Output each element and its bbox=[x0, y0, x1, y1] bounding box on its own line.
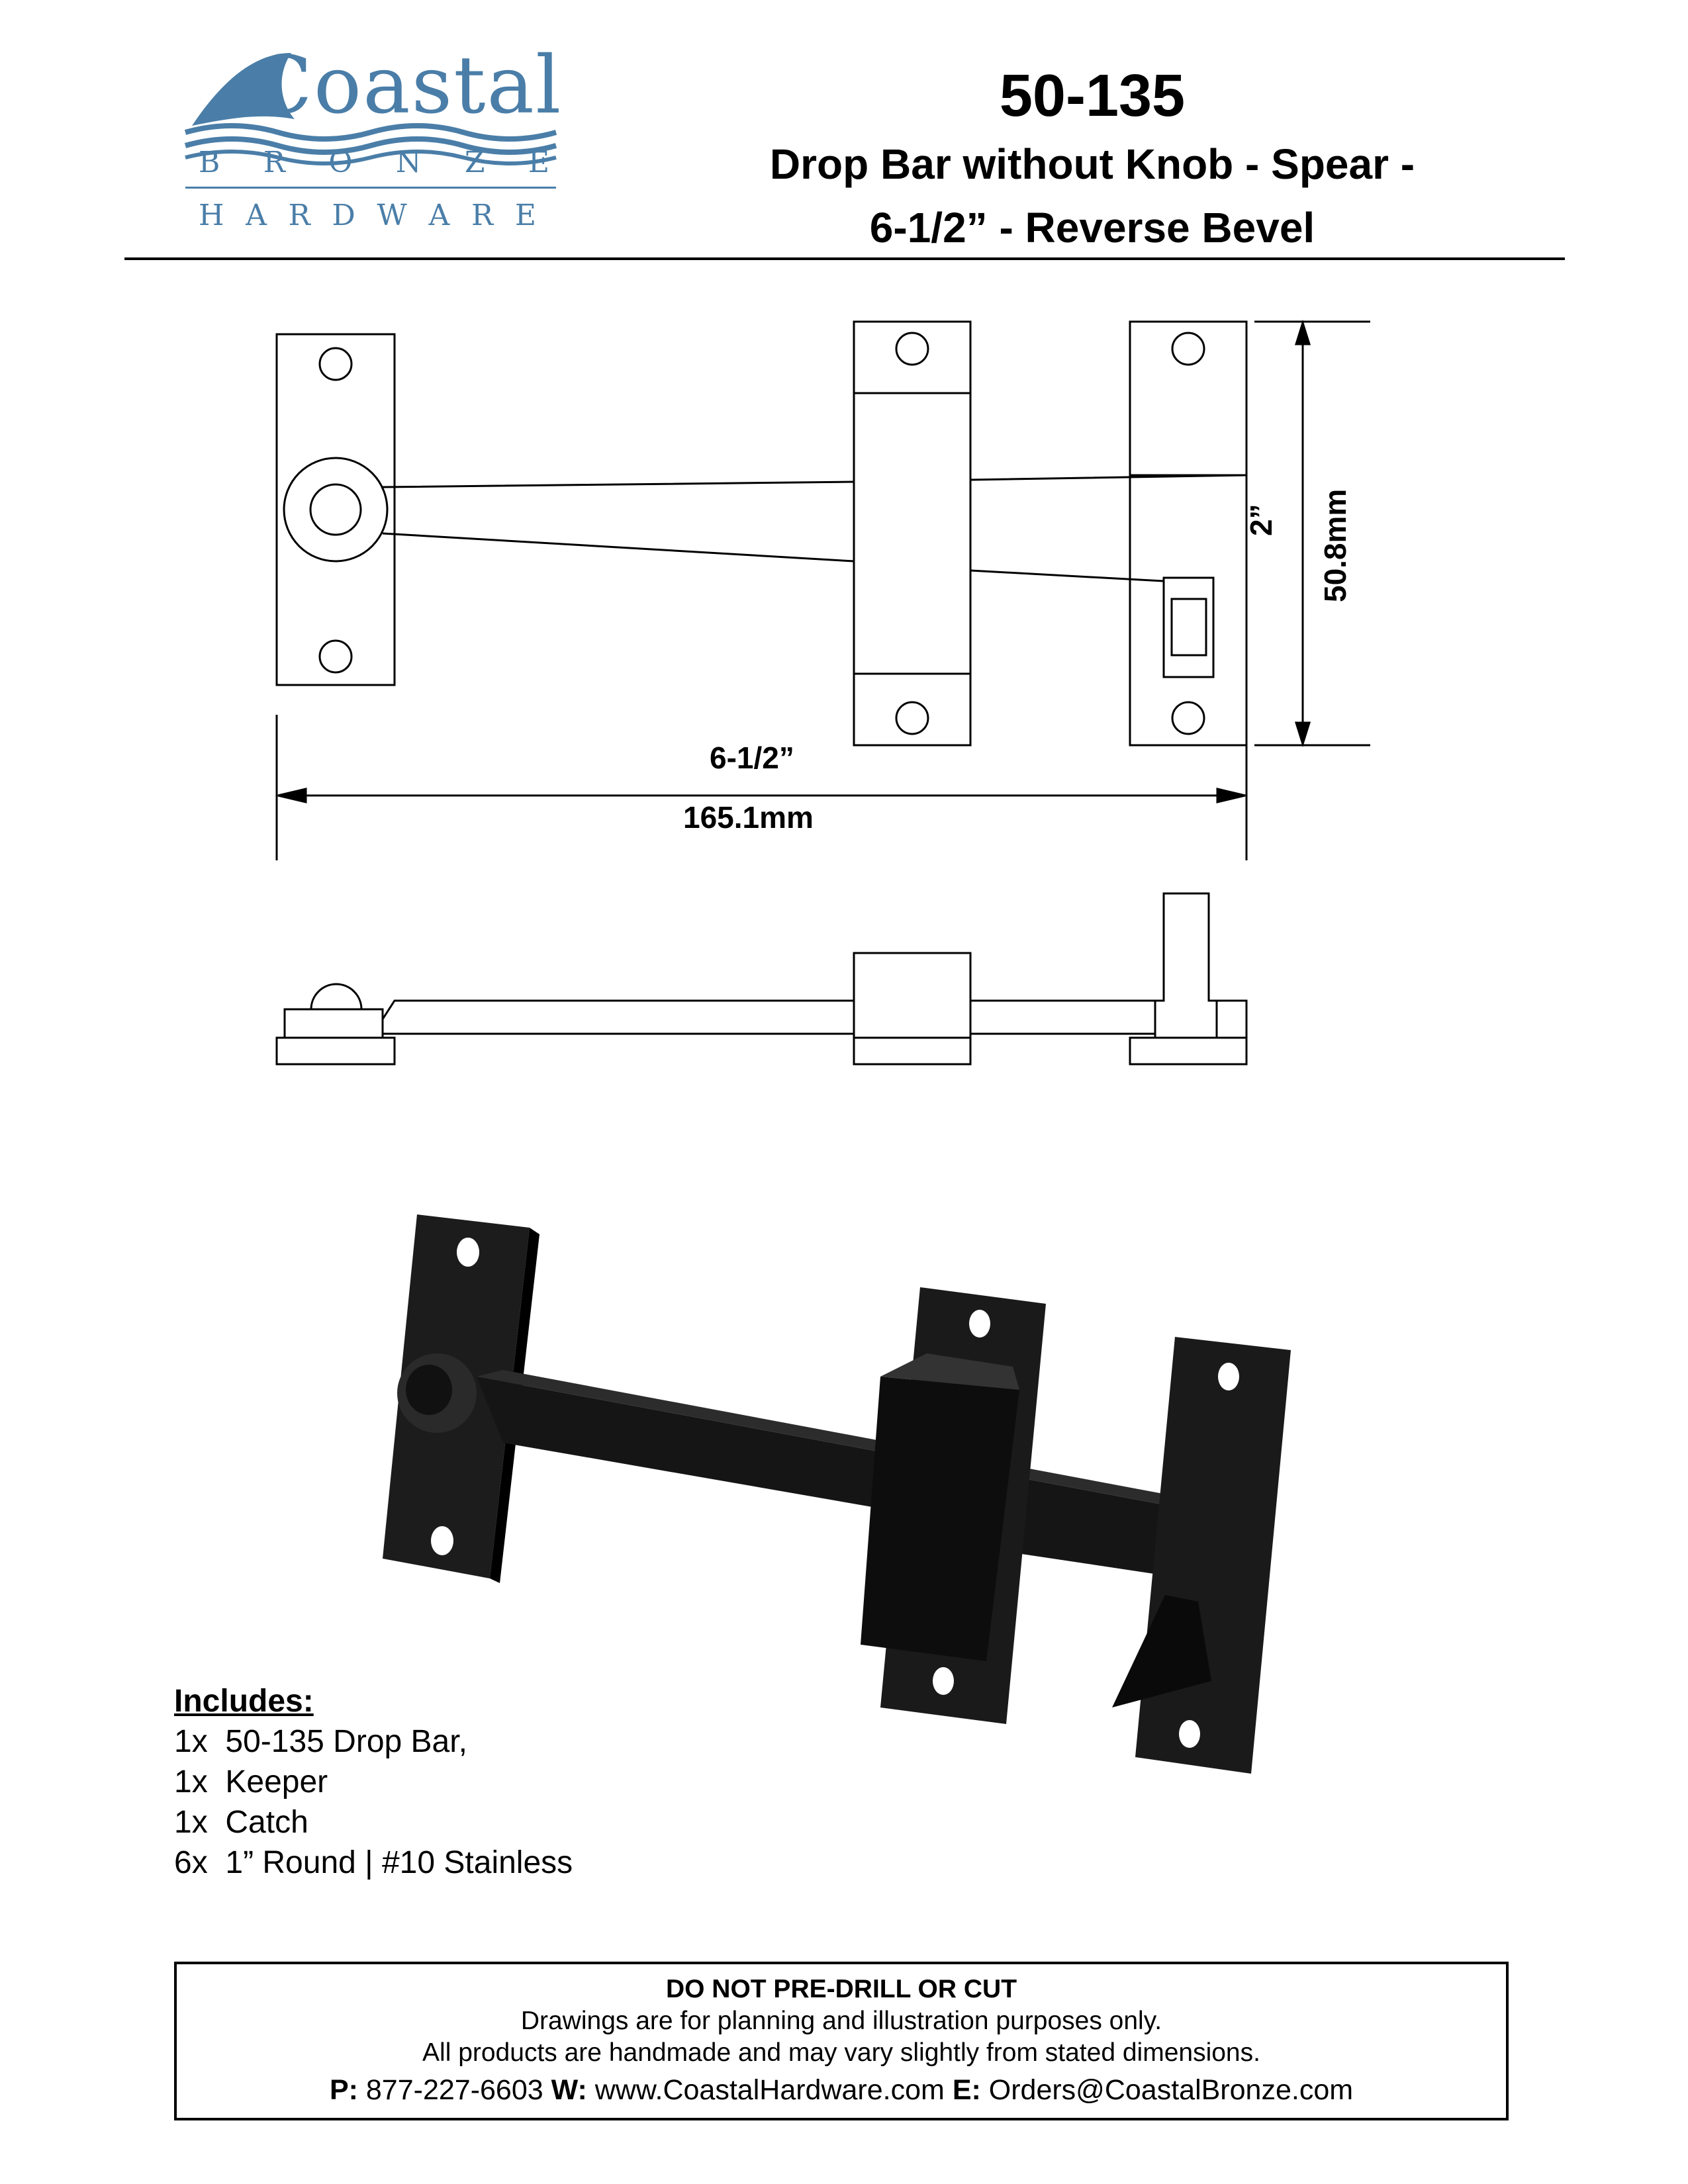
catch-plate-3d bbox=[1135, 1337, 1291, 1774]
includes-title: Includes: bbox=[174, 1684, 314, 1719]
includes-list: Includes: 1x 50-135 Drop Bar, 1x Keeper … bbox=[174, 1681, 573, 1883]
product-number: 50-135 bbox=[999, 63, 1186, 129]
drop-bar-3d bbox=[477, 1377, 1258, 1588]
keeper bbox=[853, 320, 972, 747]
left-plate-side bbox=[275, 1036, 396, 1066]
website-link[interactable]: www.CoastalHardware.com bbox=[594, 2074, 945, 2106]
list-item: 1x Keeper bbox=[174, 1764, 328, 1799]
catch-plate bbox=[1129, 320, 1248, 747]
screw-hole bbox=[895, 701, 929, 735]
catch-side bbox=[1154, 892, 1218, 1038]
catch-plate-side bbox=[1129, 1036, 1248, 1066]
footer-disclaimer-box: DO NOT PRE-DRILL OR CUT Drawings are for… bbox=[174, 1962, 1509, 2120]
isometric-render bbox=[383, 1214, 1291, 1774]
footer-note-1: Drawings are for planning and illustrati… bbox=[520, 2007, 1162, 2035]
height-inches-label: 2” bbox=[1244, 504, 1278, 536]
product-title-line2: 6-1/2” - Reverse Bevel bbox=[869, 204, 1315, 251]
pivot-base-side bbox=[283, 1008, 384, 1038]
top-view-drawing bbox=[275, 319, 1370, 860]
screw-hole bbox=[318, 347, 353, 381]
width-inches-label: 6-1/2” bbox=[710, 741, 794, 775]
logo-wordmark: Coastal bbox=[252, 40, 563, 132]
height-mm-label: 50.8mm bbox=[1318, 488, 1352, 602]
pivot-dome-side bbox=[310, 983, 363, 1010]
catch-tongue-3d bbox=[1112, 1595, 1211, 1707]
web-label: W: bbox=[551, 2074, 587, 2106]
header-rule bbox=[124, 257, 1565, 260]
footer-warning: DO NOT PRE-DRILL OR CUT bbox=[665, 1975, 1017, 2003]
screw-hole bbox=[1171, 332, 1205, 366]
email-link[interactable]: Orders@CoastalBronze.com bbox=[988, 2074, 1354, 2106]
bar-end-side bbox=[970, 999, 1164, 1035]
width-mm-label: 165.1mm bbox=[683, 800, 814, 835]
email-label: E: bbox=[952, 2074, 981, 2106]
list-item: 1x 50-135 Drop Bar, bbox=[174, 1724, 467, 1759]
pivot-inner bbox=[309, 483, 362, 536]
phone-number[interactable]: 877-227-6603 bbox=[365, 2074, 543, 2106]
keeper-side bbox=[853, 952, 972, 1066]
list-item: 1x Catch bbox=[174, 1805, 308, 1840]
product-title-line1: Drop Bar without Knob - Spear - bbox=[769, 140, 1415, 188]
footer-note-2: All products are handmade and may vary s… bbox=[422, 2038, 1260, 2067]
pivot-outer bbox=[283, 457, 389, 563]
list-item: 6x 1” Round | #10 Stainless bbox=[174, 1845, 573, 1880]
screw-hole bbox=[1171, 701, 1205, 735]
title-block: 50-135 Drop Bar without Knob - Spear - 6… bbox=[662, 60, 1523, 259]
phone-label: P: bbox=[329, 2074, 358, 2106]
left-plate bbox=[275, 333, 396, 686]
logo-divider bbox=[185, 187, 556, 189]
wave-logo-icon bbox=[184, 53, 557, 165]
drop-bar bbox=[382, 474, 1246, 582]
bar-side bbox=[381, 999, 854, 1035]
side-view-drawing bbox=[275, 892, 1248, 1066]
screw-hole bbox=[318, 639, 353, 674]
footer-contact: P: 877-227-6603 W: www.CoastalHardware.c… bbox=[177, 2071, 1506, 2109]
screw-hole bbox=[895, 332, 929, 366]
